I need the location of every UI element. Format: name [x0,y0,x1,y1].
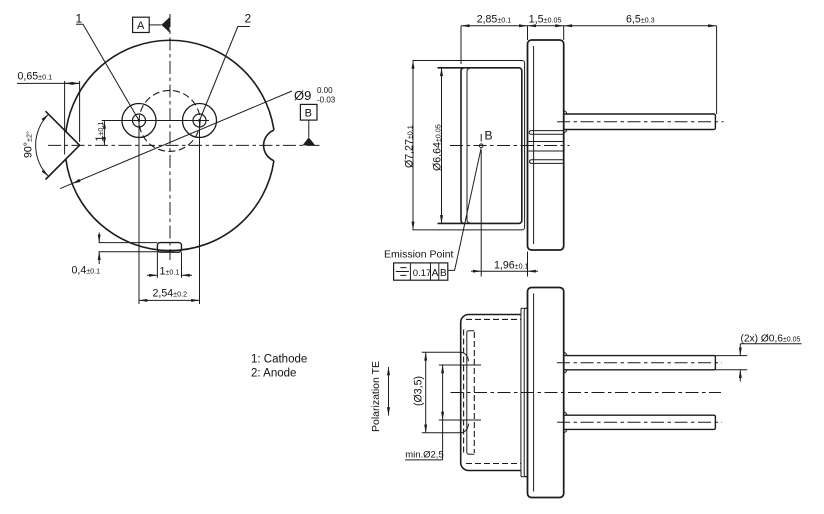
svg-text:min.Ø2,5: min.Ø2,5 [405,450,444,461]
svg-text:2,54±0.2: 2,54±0.2 [153,288,188,300]
svg-text:1: Cathode: 1: Cathode [251,353,307,365]
svg-text:2: 2 [245,12,252,26]
svg-text:6,5±0.3: 6,5±0.3 [626,14,655,26]
svg-text:B: B [485,129,493,143]
svg-text:1,5±0.05: 1,5±0.05 [529,14,562,26]
svg-text:0,4±0.1: 0,4±0.1 [72,265,101,277]
svg-text:Ø6,64±0.05: Ø6,64±0.05 [432,124,444,171]
svg-text:Polarization TE: Polarization TE [370,361,382,432]
svg-text:0,65±0.1: 0,65±0.1 [18,71,53,83]
svg-text:Ø7,27±0.1: Ø7,27±0.1 [403,125,415,168]
svg-text:1±0.1: 1±0.1 [160,266,180,278]
svg-text:(Ø3,5): (Ø3,5) [413,376,425,406]
svg-text:A: A [137,20,145,32]
svg-text:A: A [432,268,439,279]
svg-text:1,96±0.1: 1,96±0.1 [494,260,529,272]
svg-text:2: Anode: 2: Anode [251,368,296,380]
svg-text:B: B [440,268,447,279]
svg-text:Ø9: Ø9 [294,88,311,103]
svg-text:Emission Point: Emission Point [384,249,454,261]
svg-text:1: 1 [76,12,83,26]
svg-text:1±0.1: 1±0.1 [94,122,106,142]
svg-text:2,85±0.1: 2,85±0.1 [477,14,512,26]
svg-text:B: B [305,108,312,120]
svg-text:90°±2°: 90°±2° [23,131,35,158]
svg-text:0.00: 0.00 [317,86,333,95]
svg-text:0.17: 0.17 [413,268,432,279]
svg-text:-0.03: -0.03 [317,96,336,105]
svg-text:(2x) Ø0,6±0.05: (2x) Ø0,6±0.05 [741,334,801,345]
